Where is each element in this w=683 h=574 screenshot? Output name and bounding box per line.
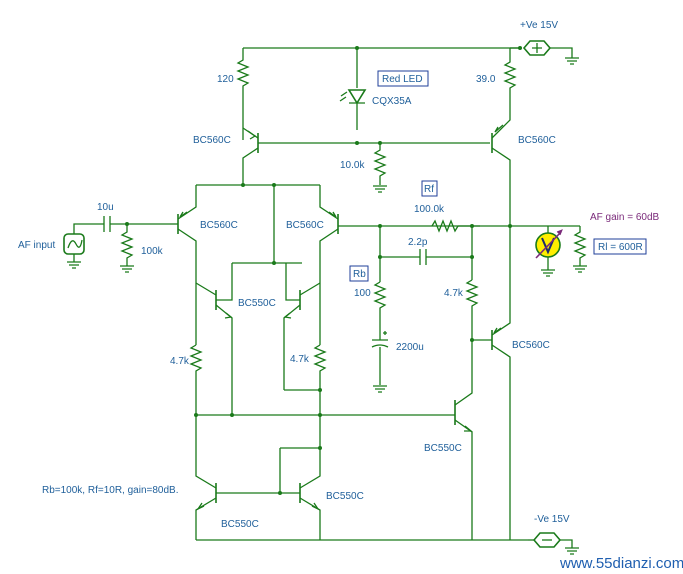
- cap-2p2-label: 2.2p: [408, 237, 428, 248]
- resistor-icon: [313, 344, 327, 455]
- rb-box-label: Rb: [353, 269, 366, 280]
- rf-box-label: Rf: [424, 184, 434, 195]
- capacitor-icon: [371, 331, 389, 385]
- resistor-icon: [431, 219, 459, 233]
- signal-source-icon: [63, 223, 96, 269]
- q-top-left-label: BC560C: [193, 135, 231, 146]
- resistor-100k-in-label: 100k: [141, 246, 164, 257]
- q-output-label: BC560C: [512, 340, 550, 351]
- rb-box: [349, 265, 369, 282]
- transistor-icon: [195, 263, 233, 415]
- af-input-label: AF input: [18, 240, 55, 251]
- q-vas-label: BC550C: [424, 443, 462, 454]
- capacitor-icon: [96, 216, 170, 232]
- led-icon: [339, 46, 367, 130]
- rl-box: [593, 238, 647, 255]
- transistor-icon: [299, 455, 321, 540]
- cap-2200u-label: 2200u: [396, 342, 424, 353]
- transistor-icon: [283, 263, 321, 390]
- transistor-icon: [242, 127, 259, 185]
- battery-source-icon: [510, 40, 579, 65]
- transistor-icon: [472, 226, 511, 540]
- ground-icon: [373, 385, 387, 393]
- resistor-icon: [189, 344, 203, 455]
- resistor-120-label: 120: [217, 74, 234, 85]
- battery-source-icon: [528, 532, 579, 555]
- resistor-4k7-left-label: 4.7k: [170, 356, 190, 367]
- resistor-icon: [465, 279, 479, 340]
- q-bottom-left-label: BC550C: [221, 519, 259, 530]
- resistor-icon: [120, 224, 134, 266]
- resistor-icon: [503, 48, 517, 118]
- resistor-icon: [373, 143, 387, 185]
- vpos-label: +Ve 15V: [520, 20, 558, 31]
- ground-icon: [373, 185, 387, 193]
- led-box: [377, 70, 429, 87]
- resistor-100-label: 100: [354, 288, 371, 299]
- resistor-icon: [573, 226, 587, 273]
- q-diff-left-label: BC560C: [200, 220, 238, 231]
- rf-box: [421, 180, 438, 197]
- led-box-label: Red LED: [382, 74, 423, 85]
- resistor-39-label: 39.0: [476, 74, 496, 85]
- q-bottom-right-label: BC550C: [326, 491, 364, 502]
- resistor-4k7-right-label: 4.7k: [290, 354, 310, 365]
- resistor-icon: [373, 281, 387, 340]
- af-gain-label: AF gain = 60dB: [590, 212, 660, 223]
- resistor-100k-fb-label: 100.0k: [414, 204, 445, 215]
- voltmeter-icon: [535, 226, 563, 277]
- led-part-label: CQX35A: [372, 96, 412, 107]
- resistor-10k-label: 10.0k: [340, 160, 365, 171]
- q-top-right-label: BC560C: [518, 135, 556, 146]
- q-mirror-label: BC550C: [238, 298, 276, 309]
- cap-10u-label: 10u: [97, 202, 114, 213]
- resistor-4k7-vas-label: 4.7k: [444, 288, 464, 299]
- transistor-icon: [195, 455, 300, 540]
- transistor-icon: [491, 118, 511, 225]
- transistor-icon: [170, 185, 197, 300]
- watermark: www.55dianzi.com: [559, 555, 683, 572]
- ground-icon: [120, 265, 134, 273]
- transistor-icon: [319, 185, 480, 300]
- q-diff-right-label: BC560C: [286, 220, 324, 231]
- transistor-icon: [454, 340, 473, 540]
- rl-box-label: Rl = 600R: [598, 242, 643, 253]
- note-label: Rb=100k, Rf=10R, gain=80dB.: [42, 485, 178, 496]
- resistor-icon: [236, 48, 250, 140]
- vneg-label: -Ve 15V: [534, 514, 570, 525]
